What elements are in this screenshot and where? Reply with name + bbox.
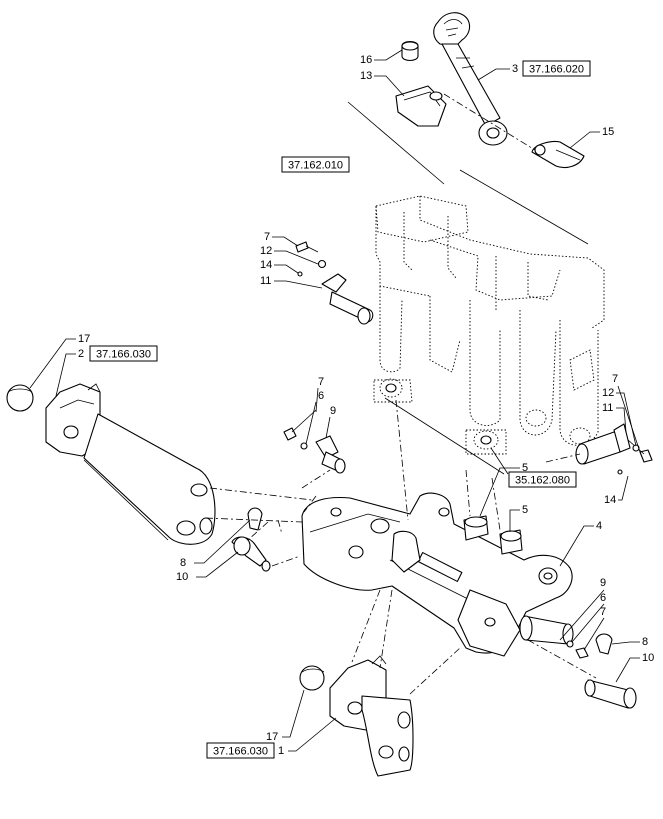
bolt-7-mid [283, 409, 317, 441]
ref-box-37-166-030-bottom: 37.166.030 [206, 742, 275, 759]
callout-14-right: 14 [604, 494, 616, 506]
link-line-3 [384, 397, 505, 475]
callout-12-right: 12 [602, 387, 614, 399]
pin-10-right [584, 679, 637, 709]
callout-3: 3 [512, 63, 518, 75]
callout-2: 2 [78, 348, 84, 360]
grease-14-upper [297, 271, 303, 277]
washer-6-right [566, 640, 574, 648]
washer-6-mid [300, 442, 308, 450]
clip-8-right [595, 633, 613, 655]
callout-1: 1 [278, 745, 284, 757]
callout-6-right: 6 [600, 592, 606, 604]
svg-text:37.166.030: 37.166.030 [96, 349, 151, 361]
pin-11-upper [321, 273, 374, 325]
pin-15 [531, 140, 585, 169]
callout-15: 15 [602, 126, 614, 138]
ball-17-upper [6, 384, 34, 412]
callout-9-right: 9 [600, 577, 606, 589]
bolt-7-lower [575, 647, 589, 659]
pin-11-right [575, 423, 631, 465]
bracket-plate-1 [361, 695, 414, 777]
ref-box-37-166-030-top: 37.166.030 [89, 345, 158, 362]
top-centerline [443, 93, 536, 151]
callout-7-lower: 7 [600, 606, 606, 618]
bushing-5-left [463, 515, 489, 541]
clip-8-left [247, 507, 263, 531]
callout-16: 16 [360, 54, 372, 66]
washer-12-upper [317, 259, 327, 269]
hitch-frame-4 [301, 492, 573, 657]
callout-5-a: 5 [522, 462, 528, 474]
lift-frame-dotted [373, 195, 605, 455]
bolt-7-upper [295, 241, 319, 253]
callout-7-right: 7 [612, 373, 618, 385]
callout-10-right: 10 [642, 652, 654, 664]
callout-9-mid: 9 [330, 405, 336, 417]
link-line-4 [490, 447, 509, 475]
callout-17-upper: 17 [78, 333, 90, 345]
svg-text:37.162.010: 37.162.010 [288, 160, 343, 172]
svg-text:37.166.030: 37.166.030 [213, 746, 268, 758]
callout-11-upper: 11 [260, 275, 271, 287]
callout-17-lower: 17 [266, 731, 278, 743]
assembly-centerlines [205, 399, 597, 695]
pin-10-left [231, 536, 271, 572]
ref-box-37-162-010: 37.162.010 [281, 156, 350, 173]
callouts: 16 13 3 15 7 12 14 11 17 2 7 6 9 [29, 49, 654, 757]
pin-9-right [519, 615, 574, 645]
top-link-assembly [433, 12, 508, 146]
bracket-13 [395, 85, 447, 127]
callout-4: 4 [596, 520, 602, 532]
bushing-16 [401, 40, 419, 62]
callout-8-left: 8 [180, 557, 186, 569]
link-line-5 [83, 459, 169, 541]
bushing-5-right [499, 529, 523, 555]
svg-text:35.162.080: 35.162.080 [515, 475, 570, 487]
callout-7-mid: 7 [318, 376, 324, 388]
pin-9-mid [315, 435, 346, 474]
ball-17-lower [299, 665, 325, 691]
callout-13: 13 [360, 70, 372, 82]
ref-box-37-166-020: 37.166.020 [522, 60, 591, 77]
callout-14-upper: 14 [260, 259, 272, 271]
ref-box-35-162-080: 35.162.080 [508, 471, 577, 488]
callout-7-upper: 7 [264, 231, 270, 243]
svg-text:37.166.020: 37.166.020 [529, 64, 584, 76]
callout-12-upper: 12 [260, 245, 272, 257]
grease-14-right [617, 469, 623, 475]
callout-8-right: 8 [642, 636, 648, 648]
callout-11-right: 11 [602, 402, 613, 414]
lower-link-plate-2 [83, 413, 216, 545]
callout-6-mid: 6 [318, 390, 324, 402]
link-line-1 [347, 101, 445, 185]
link-line-2 [459, 169, 589, 245]
callout-10-left: 10 [176, 571, 188, 583]
callout-5-b: 5 [522, 504, 528, 516]
